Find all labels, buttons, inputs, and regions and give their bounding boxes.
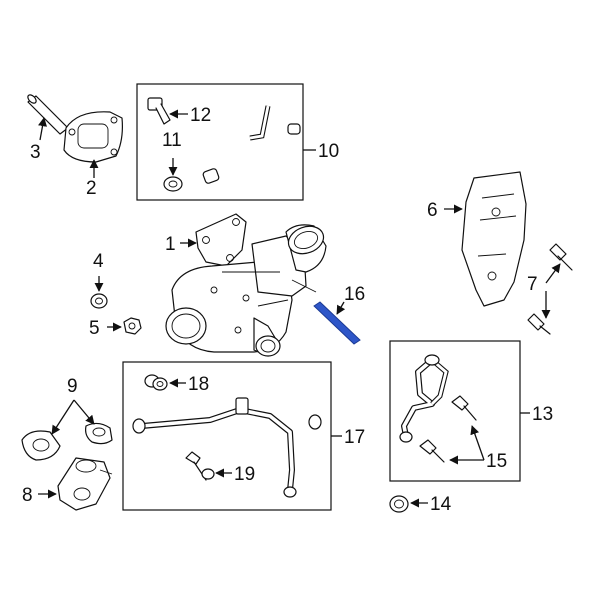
callout-2: 2 [86,159,99,199]
svg-text:16: 16 [344,284,365,305]
svg-text:19: 19 [234,464,255,485]
callout-4: 4 [93,251,104,292]
callout-15: 15 [449,425,507,472]
callout-1: 1 [165,234,197,255]
svg-text:4: 4 [93,251,104,272]
callout-12: 12 [169,105,211,126]
callout-8: 8 [22,485,57,506]
callout-9: 9 [51,376,95,435]
part-8-flange[interactable] [57,457,113,511]
svg-text:7: 7 [527,274,538,295]
svg-text:17: 17 [344,427,365,448]
svg-text:8: 8 [22,485,33,506]
part-7-bolt-2[interactable] [527,313,551,335]
svg-text:15: 15 [486,451,507,472]
part-15-banjo-bolt[interactable] [451,395,477,421]
svg-text:13: 13 [532,404,553,425]
callout-16: 16 [336,284,365,315]
callout-18: 18 [169,374,209,395]
svg-text:14: 14 [430,494,452,515]
callout-10: 10 [303,141,339,162]
svg-text:1: 1 [165,234,176,255]
part-19-banjo-bolt[interactable] [185,451,215,481]
part-6-heat-shield[interactable] [461,171,527,307]
group-box-10 [136,83,304,201]
callout-5: 5 [89,318,122,339]
part-9-gasket-left[interactable] [21,430,61,461]
part-18-washer[interactable] [144,374,168,391]
part-12-bolt[interactable] [147,97,171,125]
part-15-banjo-bolt-2[interactable] [419,439,445,463]
callout-3: 3 [30,117,48,163]
callout-7: 7 [527,263,561,319]
part-4-washer[interactable] [90,293,108,309]
svg-text:18: 18 [188,374,209,395]
part-10-oil-feed-tube[interactable] [202,104,301,184]
callout-17: 17 [331,427,365,448]
callout-11: 11 [162,130,182,176]
part-17-oil-return-tube[interactable] [132,397,322,498]
part-5-nut[interactable] [123,317,142,335]
svg-text:10: 10 [318,141,339,162]
svg-text:11: 11 [162,130,182,151]
svg-text:2: 2 [86,178,97,199]
group-box-13 [389,340,521,482]
callout-14: 14 [410,494,452,515]
part-1-turbocharger[interactable] [165,213,327,357]
part-16-stud[interactable] [313,301,361,345]
svg-text:5: 5 [89,318,100,339]
part-2-gasket[interactable] [63,111,123,163]
part-14-washer[interactable] [389,495,409,513]
part-11-washer[interactable] [163,176,183,192]
svg-text:9: 9 [67,376,78,397]
svg-text:6: 6 [427,200,438,221]
svg-text:12: 12 [190,105,211,126]
part-9-gasket-right[interactable] [85,422,113,445]
callout-19: 19 [215,464,255,485]
part-13-coolant-tube[interactable] [399,354,449,443]
svg-text:3: 3 [30,142,41,163]
part-7-bolt[interactable] [549,243,573,271]
callout-6: 6 [427,200,463,221]
part-3-stud[interactable] [26,93,69,135]
callout-13: 13 [520,404,553,425]
